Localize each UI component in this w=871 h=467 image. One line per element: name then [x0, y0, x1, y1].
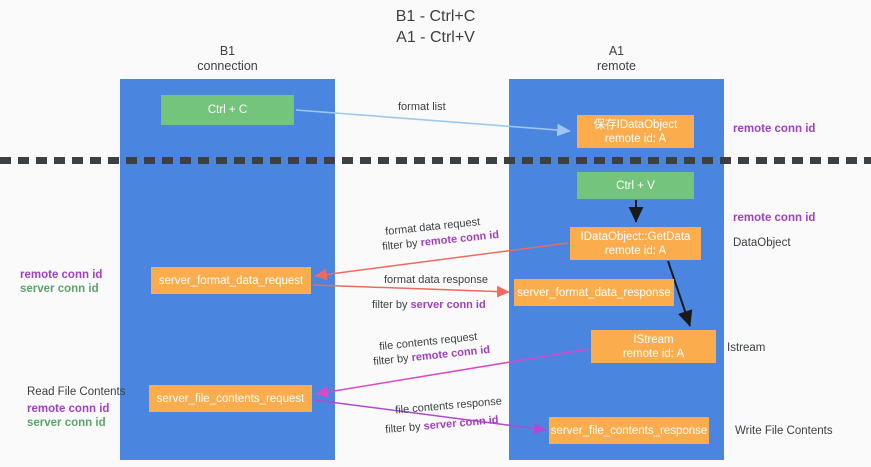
box-getdata-line2: remote id: A — [604, 244, 667, 257]
column-header-b1-role: connection — [197, 59, 258, 73]
filter-prefix: filter by — [384, 420, 425, 436]
label-format-data-response-filter: filter by server conn id — [372, 298, 486, 312]
title-line-1: B1 - Ctrl+C — [395, 8, 476, 25]
box-sfcresp-line1: server_file_contents_response — [550, 424, 708, 437]
box-ctrl-c-line1: Ctrl + C — [207, 104, 248, 116]
box-ctrl-v[interactable]: Ctrl + V — [577, 172, 694, 199]
annotation-right-dataobject: DataObject — [733, 237, 791, 249]
filter-prefix: filter by — [372, 352, 413, 369]
box-dataobject-remote[interactable]: 保存IDataObject remote id: A — [577, 115, 694, 148]
box-istream-line1: IStream — [633, 333, 674, 346]
annotation-right-write-file-contents: Write File Contents — [735, 425, 833, 437]
filter-key-server-conn-id: server conn id — [423, 414, 500, 433]
box-ctrl-c[interactable]: Ctrl + C — [161, 95, 294, 125]
box-dataobject-line1: 保存IDataObject — [593, 118, 678, 131]
annotation-left-server-conn-id: server conn id — [20, 283, 99, 295]
column-header-b1: B1 connection — [120, 44, 335, 74]
box-istream-line2: remote id: A — [622, 347, 685, 360]
annotation-right-remote-conn-id-1: remote conn id — [733, 123, 816, 135]
column-header-a1-name: A1 — [608, 44, 625, 58]
annotation-right-remote-conn-id-2: remote conn id — [733, 212, 816, 224]
box-idataobject-getdata[interactable]: IDataObject::GetData remote id: A — [570, 227, 701, 260]
label-format-list: format list — [398, 101, 446, 113]
annotation-left-remote-conn-id: remote conn id — [20, 269, 103, 281]
diagram-title: B1 - Ctrl+C A1 - Ctrl+V — [0, 6, 871, 48]
annotation-left-conn-ids: remote conn id server conn id — [20, 268, 102, 296]
annotation-left-server-conn-id-2: server conn id — [27, 417, 106, 429]
box-dataobject-line2: remote id: A — [604, 132, 667, 145]
annotation-left-read-file-contents: Read File Contents — [27, 386, 126, 398]
annotation-right-istream: Istream — [727, 342, 766, 354]
box-getdata-line1: IDataObject::GetData — [580, 230, 691, 243]
box-server-format-data-response[interactable]: server_format_data_response — [514, 279, 674, 306]
phase-divider — [0, 157, 871, 164]
annotation-left-conn-ids-2: remote conn id server conn id — [27, 402, 109, 430]
title-line-2: A1 - Ctrl+V — [396, 29, 475, 46]
box-ctrl-v-line1: Ctrl + V — [616, 179, 655, 192]
filter-prefix: filter by — [372, 299, 411, 311]
filter-prefix: filter by — [381, 237, 422, 254]
column-header-a1-role: remote — [597, 59, 636, 73]
column-header-a1: A1 remote — [509, 44, 724, 74]
box-sfcreq-line1: server_file_contents_request — [156, 392, 305, 405]
box-sfdreq-line1: server_format_data_request — [158, 274, 304, 287]
box-server-file-contents-request[interactable]: server_file_contents_request — [149, 385, 312, 412]
box-server-file-contents-response[interactable]: server_file_contents_response — [549, 417, 709, 444]
box-server-format-data-request[interactable]: server_format_data_request — [151, 267, 311, 294]
box-istream-remote[interactable]: IStream remote id: A — [591, 330, 716, 363]
annotation-left-remote-conn-id-2: remote conn id — [27, 403, 110, 415]
column-header-b1-name: B1 — [219, 44, 236, 58]
box-sfdresp-line1: server_format_data_response — [517, 286, 671, 299]
filter-key-server-conn-id: server conn id — [410, 299, 486, 311]
label-format-data-response: format data response — [384, 274, 488, 286]
